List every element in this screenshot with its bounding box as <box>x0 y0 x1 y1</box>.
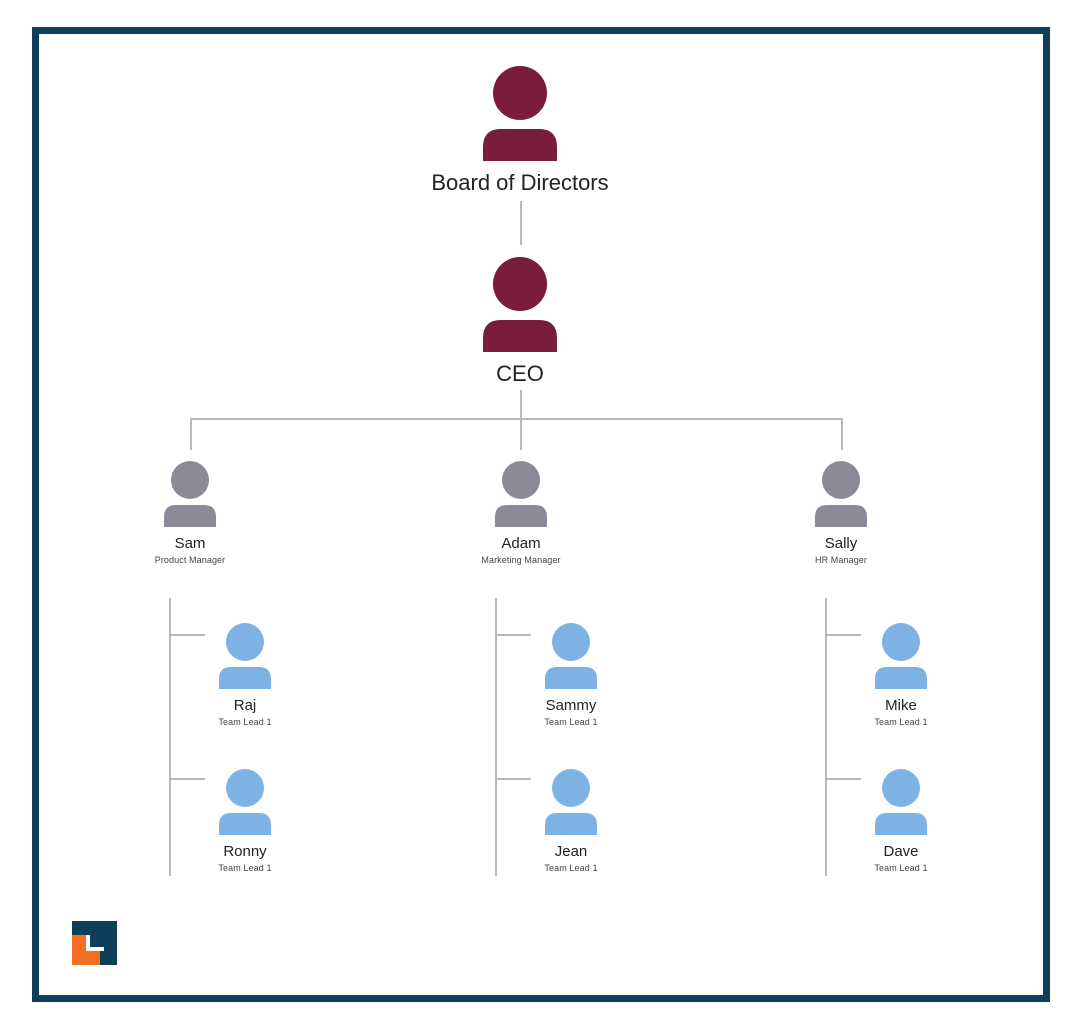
jean-node <box>545 769 597 835</box>
ceo-person-icon <box>483 257 557 352</box>
company-logo-icon <box>72 921 117 965</box>
dave-label: Dave Team Lead 1 <box>821 843 981 873</box>
mike-node <box>875 623 927 689</box>
ceo-down-connector <box>520 390 522 419</box>
dave-person-icon <box>875 769 927 835</box>
sam-connector <box>190 418 192 450</box>
raj-role: Team Lead 1 <box>218 717 272 727</box>
adam-role: Marketing Manager <box>481 555 561 565</box>
ronny-node <box>219 769 271 835</box>
adam-team-vertical-connector <box>495 598 497 876</box>
manager-horizontal-connector <box>190 418 843 420</box>
sally-team-vertical-connector <box>825 598 827 876</box>
jean-person-icon <box>545 769 597 835</box>
board-person-icon <box>483 66 557 161</box>
ronny-connector <box>169 778 205 780</box>
adam-node <box>495 461 547 527</box>
board-ceo-connector <box>520 201 522 245</box>
ronny-role: Team Lead 1 <box>218 863 272 873</box>
adam-person-icon <box>495 461 547 527</box>
sam-node <box>164 461 216 527</box>
sam-label: Sam Product Manager <box>110 535 270 565</box>
dave-name: Dave <box>883 843 919 860</box>
sammy-node <box>545 623 597 689</box>
ceo-node <box>483 256 557 352</box>
sally-label: Sally HR Manager <box>761 535 921 565</box>
sammy-person-icon <box>545 623 597 689</box>
sammy-name: Sammy <box>545 697 597 714</box>
mike-role: Team Lead 1 <box>874 717 928 727</box>
adam-connector <box>520 418 522 450</box>
mike-person-icon <box>875 623 927 689</box>
sam-role: Product Manager <box>154 555 226 565</box>
raj-node <box>219 623 271 689</box>
sally-connector <box>841 418 843 450</box>
sam-name: Sam <box>174 535 206 552</box>
ronny-person-icon <box>219 769 271 835</box>
jean-role: Team Lead 1 <box>544 863 598 873</box>
raj-connector <box>169 634 205 636</box>
board-node <box>483 65 557 161</box>
dave-role: Team Lead 1 <box>874 863 928 873</box>
ronny-name: Ronny <box>223 843 267 860</box>
ronny-label: Ronny Team Lead 1 <box>165 843 325 873</box>
dave-node <box>875 769 927 835</box>
sammy-connector <box>495 634 531 636</box>
mike-name: Mike <box>885 697 917 714</box>
raj-name: Raj <box>233 697 257 714</box>
jean-name: Jean <box>554 843 588 860</box>
sammy-role: Team Lead 1 <box>544 717 598 727</box>
sally-name: Sally <box>824 535 858 552</box>
sam-team-vertical-connector <box>169 598 171 876</box>
mike-label: Mike Team Lead 1 <box>821 697 981 727</box>
raj-person-icon <box>219 623 271 689</box>
raj-label: Raj Team Lead 1 <box>165 697 325 727</box>
sally-person-icon <box>815 461 867 527</box>
adam-name: Adam <box>501 535 541 552</box>
sammy-label: Sammy Team Lead 1 <box>491 697 651 727</box>
jean-connector <box>495 778 531 780</box>
sam-person-icon <box>164 461 216 527</box>
jean-label: Jean Team Lead 1 <box>491 843 651 873</box>
board-label: Board of Directors <box>431 170 609 195</box>
adam-label: Adam Marketing Manager <box>441 535 601 565</box>
sally-node <box>815 461 867 527</box>
ceo-label: CEO <box>496 361 544 386</box>
mike-connector <box>825 634 861 636</box>
dave-connector <box>825 778 861 780</box>
sally-role: HR Manager <box>814 555 868 565</box>
